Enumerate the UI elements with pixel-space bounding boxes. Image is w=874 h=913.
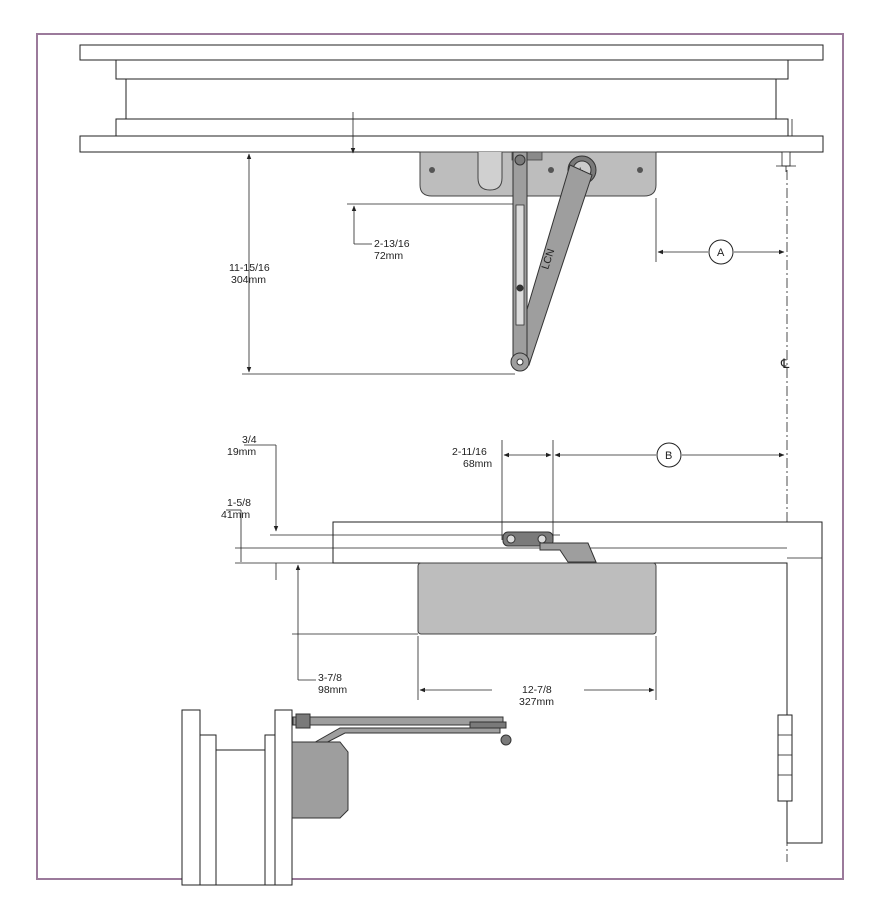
- end-view: [181, 709, 512, 886]
- header-lower-plate: [115, 118, 789, 137]
- callout-a: [708, 239, 734, 265]
- dim-arm-inches: 2-13/16: [374, 238, 410, 250]
- dim-shoe-mm: 41mm: [221, 509, 250, 521]
- closer-body-end: [291, 741, 349, 819]
- side-view: 3/4 19mm 1-5/8 41mm 2-11/16 68mm B 3-7/8…: [221, 434, 823, 844]
- callout-b-label: B: [665, 450, 672, 462]
- callout-b: [656, 442, 682, 468]
- end-view-arm: [292, 716, 504, 726]
- header-upper-plate: [115, 59, 789, 80]
- header-top-slab: [79, 44, 824, 61]
- dim-body-length-mm: 327mm: [519, 696, 554, 708]
- dim-body-length-inches: 12-7/8: [522, 684, 552, 696]
- dim-body-height-inches: 3-7/8: [318, 672, 342, 684]
- side-arm: [539, 542, 597, 563]
- header-bottom-slab: [79, 135, 824, 153]
- top-view: + LCN 11-15/16 304mm 2-13/16 72mm A: [79, 44, 824, 862]
- dim-shoe-width-mm: 68mm: [463, 458, 492, 470]
- dim-overall-inches: 11-15/16: [229, 262, 270, 274]
- door-frame-profile: [181, 709, 201, 886]
- closer-body-side: [417, 562, 657, 635]
- door-hinge: [777, 714, 793, 802]
- dim-top-inches: 3/4: [242, 434, 257, 446]
- dim-overall-mm: 304mm: [231, 274, 266, 286]
- dim-top-mm: 19mm: [227, 446, 256, 458]
- dim-arm-mm: 72mm: [374, 250, 403, 262]
- dim-shoe-width-inches: 2-11/16: [452, 446, 487, 458]
- header-core: [125, 78, 777, 120]
- callout-a-label: A: [717, 247, 725, 259]
- dim-body-height-mm: 98mm: [318, 684, 347, 696]
- dim-shoe-inches: 1-5/8: [227, 497, 251, 509]
- centerline-symbol: ℄: [780, 356, 790, 371]
